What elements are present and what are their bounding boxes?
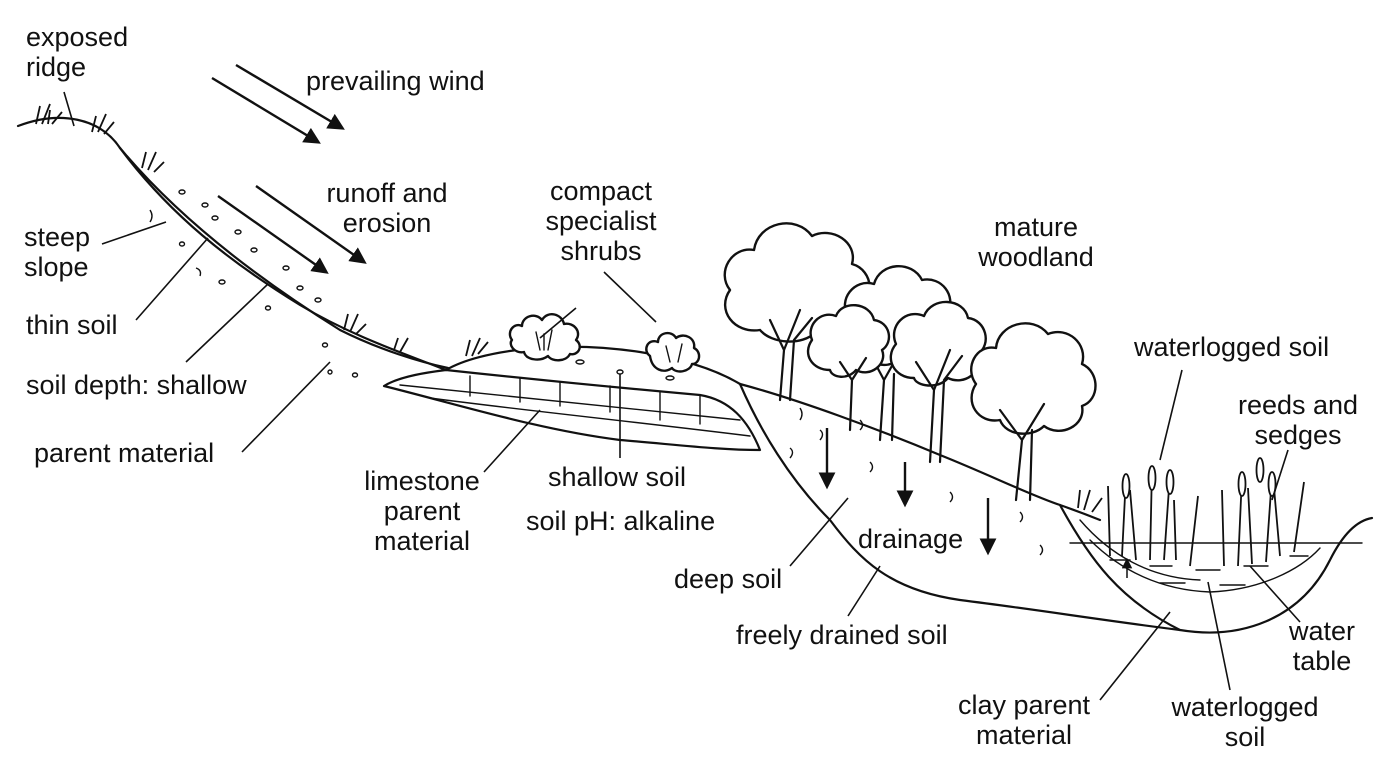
- deep-soil-label: deep soil: [674, 564, 783, 594]
- reeds-line-1: reeds and: [1237, 390, 1359, 420]
- exposed-ridge-label: exposed ridge: [26, 22, 128, 82]
- drainage-arrows: [818, 428, 997, 556]
- reeds-sedges-label: reeds and sedges: [1228, 390, 1368, 450]
- tree-icon: [723, 222, 872, 402]
- soil-depth-label: soil depth: shallow: [26, 370, 247, 400]
- arrow-icon: [235, 63, 345, 130]
- tree-icon: [970, 322, 1097, 502]
- arrow-icon: [255, 185, 367, 264]
- woodland-line-2: woodland: [978, 242, 1094, 272]
- exposed-ridge-line-1: exposed: [26, 22, 129, 52]
- limestone-line-2: parent: [383, 496, 461, 526]
- clay-line-2: material: [975, 720, 1073, 750]
- shrubs-line-3: shrubs: [560, 236, 642, 266]
- shrub-icon: [645, 331, 701, 373]
- ground-profile: [16, 116, 1374, 634]
- water-table-line-2: table: [1292, 646, 1352, 676]
- shrubs-line-1: compact: [549, 176, 653, 206]
- runoff-line-2: erosion: [342, 208, 432, 238]
- shallow-soil-label: shallow soil: [548, 462, 687, 492]
- tree-icon: [806, 304, 891, 432]
- exposed-ridge-line-2: ridge: [26, 52, 87, 82]
- reeds-line-2: sedges: [1254, 420, 1342, 450]
- steep-slope-label: steep slope: [24, 222, 90, 282]
- prevailing-wind-label: prevailing wind: [306, 66, 485, 96]
- woodland-line-1: mature: [993, 212, 1079, 242]
- grass-tufts: [35, 103, 1103, 513]
- arrow-icon: [217, 195, 329, 274]
- waterlogged-line-1: waterlogged: [1171, 692, 1319, 722]
- waterlogged-line-2: soil: [1224, 722, 1266, 752]
- tree-icon: [889, 300, 987, 464]
- waterlogged-soil-bottom-label: waterlogged soil: [1160, 692, 1330, 752]
- water-table-line-1: water: [1288, 616, 1356, 646]
- runoff-line-1: runoff and: [326, 178, 448, 208]
- water-table-label: water table: [1272, 616, 1372, 676]
- waterlogged-soil-top-label: waterlogged soil: [1134, 332, 1330, 362]
- limestone-line-3: material: [373, 526, 471, 556]
- compact-shrubs-label: compact specialist shrubs: [536, 176, 666, 266]
- mature-woodland-label: mature woodland: [966, 212, 1106, 272]
- freely-drained-label: freely drained soil: [736, 620, 948, 650]
- steep-line-2: slope: [24, 252, 89, 282]
- clay-parent-label: clay parent material: [944, 690, 1104, 750]
- soil-ph-label: soil pH: alkaline: [526, 506, 716, 536]
- parent-material-label: parent material: [34, 438, 215, 468]
- thin-soil-label: thin soil: [26, 310, 118, 340]
- leader-lines: [63, 91, 1301, 701]
- steep-line-1: steep: [24, 222, 91, 252]
- clay-line-1: clay parent: [957, 690, 1091, 720]
- arrow-icon: [211, 76, 321, 144]
- shrub-icon: [508, 313, 581, 362]
- shrubs-line-2: specialist: [545, 206, 657, 236]
- wind-arrows: [211, 63, 367, 274]
- limestone-line-1: limestone: [364, 466, 480, 496]
- drainage-label: drainage: [858, 524, 964, 554]
- reed-icon: [1107, 457, 1305, 567]
- limestone-label: limestone parent material: [350, 466, 494, 556]
- runoff-erosion-label: runoff and erosion: [316, 178, 458, 238]
